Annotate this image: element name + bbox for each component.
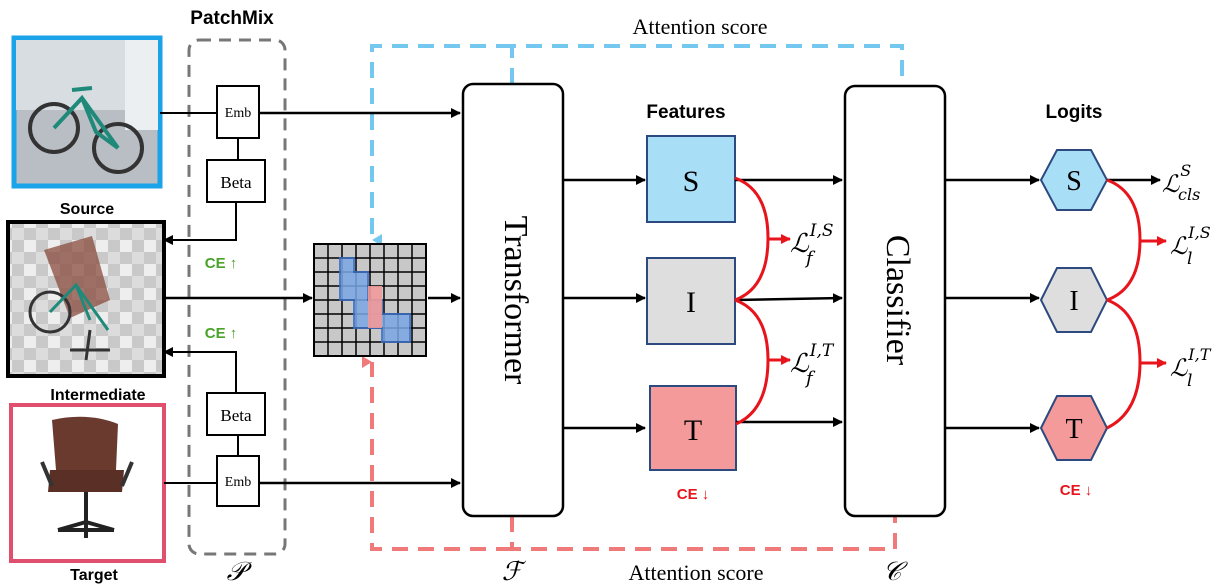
feature-s-label: S (683, 165, 700, 198)
logit-loss-is-curve (1106, 178, 1142, 302)
emb-bottom-box (216, 455, 260, 507)
emb-top-label: Emb (225, 106, 251, 121)
beta-top-box (206, 159, 266, 203)
logit-t-label: T (1065, 414, 1082, 445)
classifier-label: Classifier (879, 235, 916, 366)
patchmix-symbol: 𝒫 (227, 557, 253, 586)
feature-i-box (646, 257, 736, 345)
classifier-block (843, 84, 947, 518)
patch-grid (313, 243, 427, 357)
logit-loss-it-curve (1106, 298, 1142, 430)
feature-t-box (649, 385, 737, 471)
logits-title: Logits (1046, 102, 1103, 123)
ce-up-top: CE ↑ (205, 255, 238, 272)
beta-bottom-label: Beta (220, 406, 252, 425)
patchmix-title: PatchMix (190, 8, 274, 29)
attention-path-bottom (510, 516, 897, 551)
beta-top-label: Beta (220, 173, 252, 192)
attention-path-top (510, 44, 904, 84)
attention-path-bottom-to-grid (362, 356, 512, 551)
feature-i-to-classifier-arrow (734, 293, 843, 304)
source-image (11, 35, 163, 189)
target-image (9, 403, 166, 563)
intermediate-label: Intermediate (50, 387, 145, 404)
attention-score-bottom-label: Attention score (628, 560, 763, 585)
attention-score-top-label: Attention score (632, 14, 767, 39)
beta-bottom-box (206, 392, 266, 436)
ce-up-bottom: CE ↑ (205, 325, 238, 342)
feature-i-label: I (686, 286, 696, 319)
logit-s-label: S (1066, 166, 1082, 197)
logit-i-label: I (1069, 286, 1078, 317)
features-title: Features (646, 102, 725, 123)
target-label: Target (70, 567, 118, 584)
transformer-symbol: ℱ (502, 557, 527, 586)
beta-bottom-to-intermediate-arrow (163, 347, 237, 393)
intermediate-image (6, 220, 166, 378)
feature-loss-it-curve (734, 298, 770, 426)
attention-path-top-to-grid (370, 44, 512, 246)
source-label: Source (60, 201, 114, 218)
emb-bottom-label: Emb (225, 475, 251, 490)
classifier-symbol: 𝒞 (883, 557, 909, 586)
feature-loss-is-curve (734, 176, 770, 302)
beta-top-to-intermediate-arrow (163, 202, 237, 245)
logits-ce-down: CE ↓ (1060, 482, 1093, 499)
features-ce-down: CE ↓ (677, 486, 710, 503)
transformer-block (461, 82, 565, 518)
feature-t-label: T (684, 414, 702, 447)
transformer-label: Transformer (497, 216, 534, 385)
